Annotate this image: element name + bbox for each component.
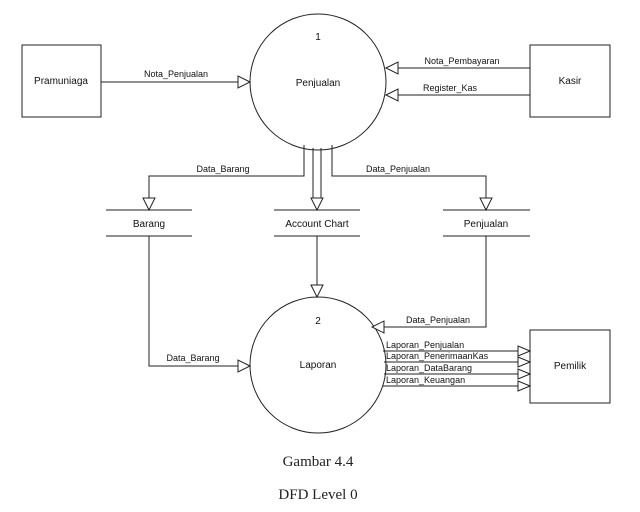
- process-penjualan-number: 1: [315, 32, 321, 43]
- flow-nota-penjualan: Nota_Penjualan: [101, 69, 252, 89]
- flow-register-kas-label: Register_Kas: [423, 83, 478, 93]
- flow-data-penjualan-1-label: Data_Penjualan: [366, 164, 430, 174]
- flow-nota-pembayaran: Nota_Pembayaran: [384, 56, 530, 75]
- entity-kasir: Kasir: [529, 44, 611, 118]
- flow-data-barang-2: Data_Barang: [148, 236, 252, 373]
- entity-pemilik-label: Pemilik: [554, 361, 587, 372]
- store-penjualan-label: Penjualan: [464, 219, 508, 230]
- entity-pramuniaga: Pramuniaga: [21, 44, 102, 118]
- flow-laporan-data-barang-label: Laporan_DataBarang: [386, 363, 472, 373]
- flow-laporan-penjualan: Laporan_Penjualan: [383, 340, 532, 357]
- caption-figure-number: Gambar 4.4: [283, 454, 354, 470]
- process-laporan-label: Laporan: [300, 360, 337, 371]
- store-barang: Barang: [106, 209, 192, 237]
- flow-laporan-penerimaan-kas-label: Laporan_PenerimaanKas: [386, 351, 489, 361]
- flow-register-kas: Register_Kas: [384, 83, 530, 102]
- flow-data-barang-2-label: Data_Barang: [166, 353, 219, 363]
- flow-account-chart: [310, 148, 324, 212]
- process-laporan: 2 Laporan: [249, 296, 387, 434]
- flow-laporan-data-barang: Laporan_DataBarang: [384, 363, 532, 380]
- flow-data-penjualan-1: Data_Penjualan: [331, 145, 493, 212]
- process-laporan-number: 2: [315, 316, 321, 327]
- entity-pramuniaga-label: Pramuniaga: [34, 76, 88, 87]
- flow-laporan-penjualan-label: Laporan_Penjualan: [386, 340, 464, 350]
- store-account-chart: Account Chart: [274, 209, 360, 237]
- flow-nota-pembayaran-label: Nota_Pembayaran: [424, 56, 499, 66]
- entity-kasir-label: Kasir: [559, 76, 582, 87]
- store-barang-label: Barang: [133, 219, 165, 230]
- flow-data-penjualan-2: Data_Penjualan: [370, 236, 487, 334]
- flow-laporan-keuangan: Laporan_Keuangan: [383, 375, 532, 392]
- flow-nota-penjualan-label: Nota_Penjualan: [144, 69, 208, 79]
- flow-data-penjualan-2-label: Data_Penjualan: [406, 315, 470, 325]
- flow-data-barang-1: Data_Barang: [142, 145, 305, 212]
- entity-pemilik: Pemilik: [529, 329, 611, 404]
- store-penjualan: Penjualan: [443, 209, 530, 237]
- store-account-chart-label: Account Chart: [285, 219, 349, 230]
- flow-laporan-penerimaan-kas: Laporan_PenerimaanKas: [384, 351, 532, 368]
- flow-account-chart-to-laporan: [310, 236, 324, 299]
- process-penjualan-label: Penjualan: [296, 78, 340, 89]
- process-penjualan: 1 Penjualan: [249, 13, 387, 151]
- flow-laporan-keuangan-label: Laporan_Keuangan: [386, 375, 465, 385]
- caption-figure-title: DFD Level 0: [278, 487, 357, 503]
- flow-data-barang-1-label: Data_Barang: [196, 164, 249, 174]
